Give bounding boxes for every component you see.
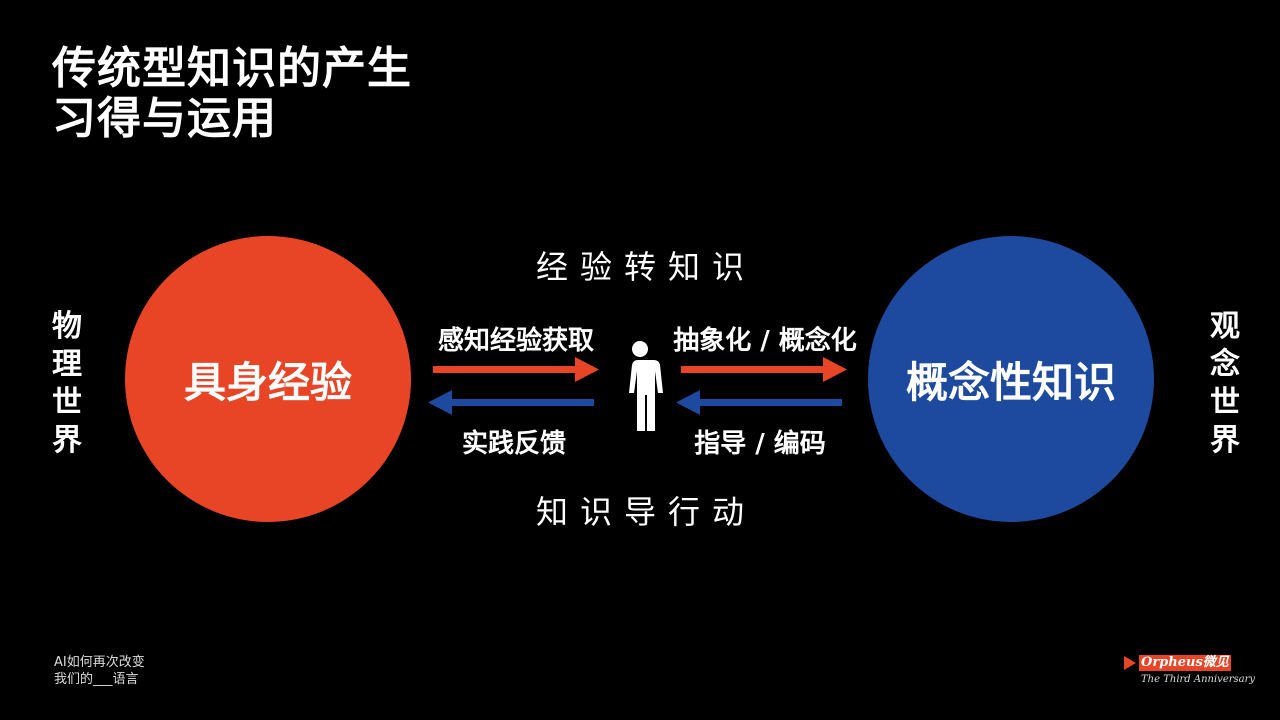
guidance-label: 指导 / 编码 bbox=[694, 429, 826, 459]
side-text: 物理世界 bbox=[52, 309, 82, 458]
embodied-experience-circle: 具身经验 bbox=[125, 236, 411, 522]
circle-label: 概念性知识 bbox=[905, 357, 1116, 407]
orpheus-logo: Orpheus微见 The Third Anniversary bbox=[1124, 655, 1256, 685]
top-caption: 经验转知识 bbox=[535, 248, 756, 286]
person-icon bbox=[626, 341, 663, 431]
right-arrow-icon bbox=[681, 357, 847, 382]
footer-line-2: 我们的___语言 bbox=[54, 672, 139, 687]
left-arrow-icon bbox=[676, 390, 842, 415]
perception-label: 感知经验获取 bbox=[437, 326, 594, 356]
title-line-2: 习得与运用 bbox=[52, 93, 277, 144]
play-icon bbox=[1124, 656, 1136, 670]
circle-label: 具身经验 bbox=[183, 357, 352, 407]
footer-line-1: AI如何再次改变 bbox=[54, 655, 145, 670]
slide-title: 传统型知识的产生 习得与运用 bbox=[52, 44, 412, 144]
abstraction-label: 抽象化 / 概念化 bbox=[673, 326, 857, 356]
practice-feedback-label: 实践反馈 bbox=[461, 429, 566, 459]
footer-text: AI如何再次改变 我们的___语言 bbox=[54, 654, 145, 688]
logo-name: Orpheus微见 bbox=[1139, 655, 1231, 671]
side-text: 观念世界 bbox=[1210, 309, 1240, 458]
physical-world-label: 物理世界 bbox=[47, 308, 87, 460]
bottom-caption: 知识导行动 bbox=[535, 493, 756, 531]
conceptual-knowledge-circle: 概念性知识 bbox=[868, 236, 1154, 522]
logo-subtitle: The Third Anniversary bbox=[1141, 674, 1256, 685]
title-line-1: 传统型知识的产生 bbox=[52, 43, 412, 94]
conceptual-world-label: 观念世界 bbox=[1205, 308, 1245, 460]
left-arrow-icon bbox=[428, 390, 594, 415]
right-arrow-icon bbox=[433, 357, 599, 382]
